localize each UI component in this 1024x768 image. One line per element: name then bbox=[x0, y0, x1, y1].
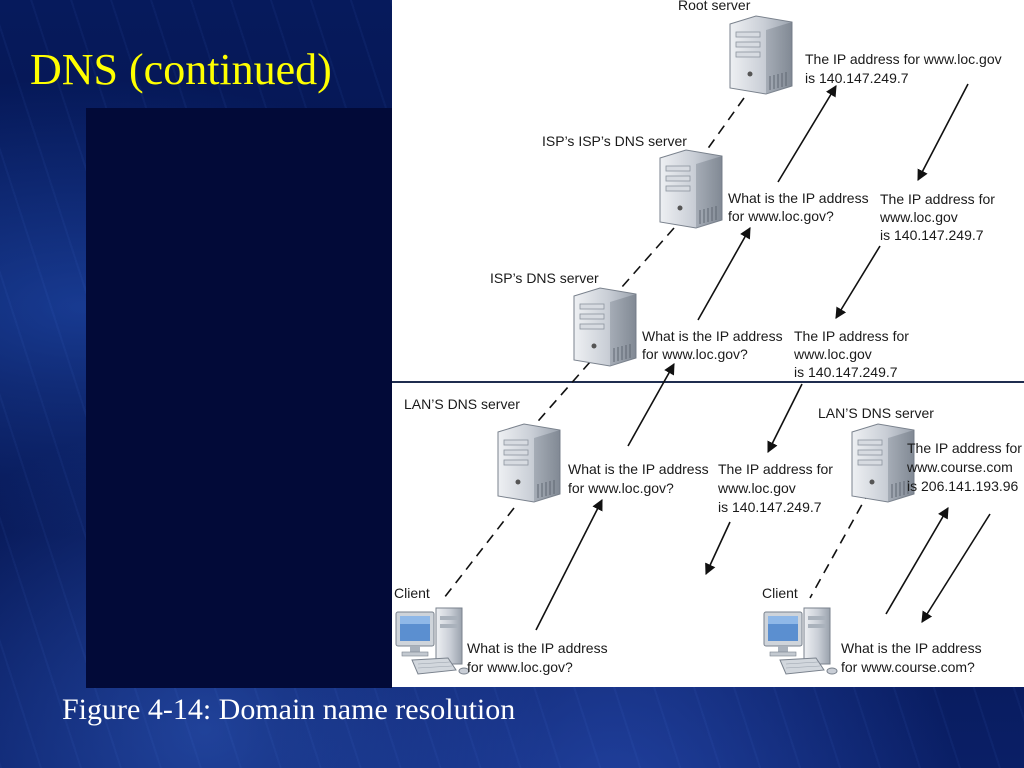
client2-query-line-2: for www.course.com? bbox=[841, 659, 975, 675]
content-panel bbox=[86, 108, 392, 688]
slide-title: DNS (continued) bbox=[30, 45, 332, 94]
dns-resolution-figure: Root server ISP’s ISP’s DNS server ISP’s… bbox=[392, 0, 1024, 687]
isp-isp-query-line-1: What is the IP address bbox=[728, 190, 869, 206]
lan-reply-line-1: The IP address for bbox=[718, 461, 833, 477]
client-label: Client bbox=[394, 585, 430, 601]
lan-reply-line-3: is 140.147.249.7 bbox=[718, 499, 822, 515]
lan2-reply-line-1: The IP address for bbox=[907, 440, 1022, 456]
isp-isp-reply-line-3: is 140.147.249.7 bbox=[880, 227, 984, 243]
lan-query-line-2: for www.loc.gov? bbox=[568, 480, 674, 496]
client-query-line-2: for www.loc.gov? bbox=[467, 659, 573, 675]
lan-dns-server-right-label: LAN’S DNS server bbox=[818, 405, 934, 421]
isp-isp-dns-server-label: ISP’s ISP’s DNS server bbox=[542, 133, 687, 149]
lan-dns-server-icon bbox=[497, 423, 561, 503]
root-server-label: Root server bbox=[678, 0, 751, 13]
isp-isp-query-line-2: for www.loc.gov? bbox=[728, 208, 834, 224]
isp-dns-server-icon bbox=[573, 287, 637, 367]
isp-isp-reply-line-2: www.loc.gov bbox=[879, 209, 958, 225]
isp-dns-server-label: ISP’s DNS server bbox=[490, 270, 599, 286]
client2-query-line-1: What is the IP address bbox=[841, 640, 982, 656]
isp-reply-line-2: www.loc.gov bbox=[793, 346, 872, 362]
figure-caption: Figure 4-14: Domain name resolution bbox=[62, 693, 516, 726]
isp-isp-dns-server-icon bbox=[659, 149, 723, 229]
lan-dns-server-label: LAN’S DNS server bbox=[404, 396, 520, 412]
client-right-label: Client bbox=[762, 585, 798, 601]
lan-dns-server-right-icon bbox=[851, 423, 915, 503]
request-response-arrows bbox=[535, 83, 991, 631]
isp-query-line-2: for www.loc.gov? bbox=[642, 346, 748, 362]
lan-query-line-1: What is the IP address bbox=[568, 461, 709, 477]
root-reply-line-2: is 140.147.249.7 bbox=[805, 70, 909, 86]
isp-reply-line-1: The IP address for bbox=[794, 328, 909, 344]
root-server-icon bbox=[729, 15, 793, 95]
isp-reply-line-3: is 140.147.249.7 bbox=[794, 364, 898, 380]
isp-query-line-1: What is the IP address bbox=[642, 328, 783, 344]
lan-reply-line-2: www.loc.gov bbox=[717, 480, 796, 496]
client-computer-icon bbox=[395, 607, 470, 675]
isp-isp-reply-line-1: The IP address for bbox=[880, 191, 995, 207]
lan2-reply-line-2: www.course.com bbox=[906, 459, 1013, 475]
client-computer-right-icon bbox=[763, 607, 838, 675]
root-reply-line-1: The IP address for www.loc.gov bbox=[805, 51, 1002, 67]
client-query-line-1: What is the IP address bbox=[467, 640, 608, 656]
lan2-reply-line-3: is 206.141.193.96 bbox=[907, 478, 1019, 494]
